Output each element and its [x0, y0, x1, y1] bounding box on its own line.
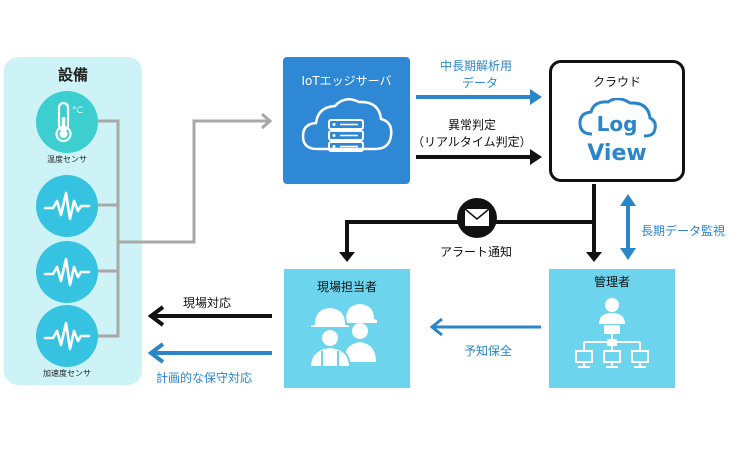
mail-icon	[457, 198, 497, 238]
predictive-maintenance-label: 予知保全	[464, 344, 513, 358]
waveform-icon	[43, 257, 91, 287]
planned-maintenance-label: 計画的な保守対応	[156, 371, 253, 385]
accel-sensor-1	[36, 175, 98, 237]
accel-sensor-2	[36, 241, 98, 303]
anomaly-arrow	[416, 149, 542, 165]
equipment-title: 設備	[57, 66, 88, 84]
accel-sensor-3	[36, 305, 98, 367]
iot-edge-server-title: IoTエッジサーバ	[301, 74, 392, 88]
long-term-monitoring-arrow	[620, 194, 636, 260]
manager-title: 管理者	[593, 275, 630, 289]
analysis-data-label-1: 中長期解析用	[440, 59, 513, 73]
field-staff-box	[284, 269, 410, 388]
anomaly-label-1: 異常判定	[448, 118, 497, 132]
manager-box	[549, 269, 675, 388]
cloud-title: クラウド	[592, 75, 641, 89]
iot-edge-server-box	[283, 57, 410, 184]
thermometer-icon: °C	[55, 101, 83, 143]
logo-word-log: Log	[597, 112, 638, 136]
temp-sensor-label: 温度センサ	[47, 155, 87, 164]
logview-logo: Log View	[578, 98, 657, 166]
org-chart-icon	[575, 298, 649, 368]
long-term-monitoring-label: 長期データ監視	[641, 224, 726, 238]
cloud-server-icon	[301, 98, 393, 152]
field-response-arrow	[147, 305, 272, 327]
workers-icon	[308, 304, 377, 368]
predictive-maintenance-arrow	[429, 317, 541, 337]
field-response-label: 現場対応	[183, 296, 232, 310]
analysis-data-arrow	[416, 89, 542, 105]
alert-arrow	[339, 184, 602, 262]
planned-maintenance-arrow	[147, 342, 272, 364]
logo-word-view: View	[587, 141, 646, 166]
temperature-sensor: °C	[36, 91, 98, 153]
anomaly-label-2: （リアルタイム判定）	[412, 135, 532, 149]
accel-sensor-label: 加速度センサ	[43, 369, 91, 378]
analysis-data-label-2: データ	[462, 76, 499, 90]
waveform-icon	[43, 321, 91, 351]
field-staff-title: 現場担当者	[316, 280, 377, 294]
alert-label: アラート通知	[440, 245, 513, 259]
sensor-connector-arrow	[98, 112, 273, 338]
waveform-icon	[43, 191, 91, 221]
cloud-box	[549, 60, 685, 182]
temp-unit-label: °C	[72, 106, 83, 116]
